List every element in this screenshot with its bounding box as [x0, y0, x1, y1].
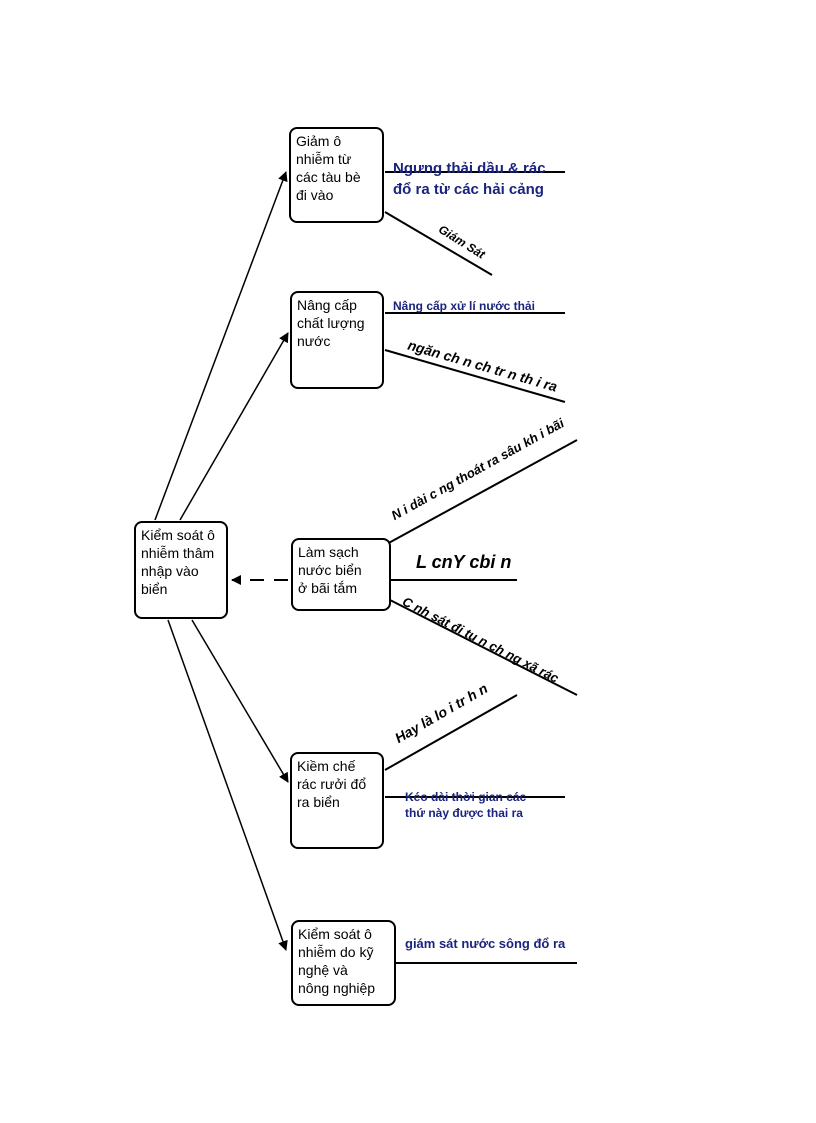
- arrow-to-water: [179, 332, 289, 521]
- branch-line-beach-lower: [389, 599, 578, 696]
- node-industry-agriculture: Kiểm soát ô nhiễm do kỹ nghệ và nông ngh…: [291, 920, 396, 1006]
- branch-line-water-slant: [384, 349, 566, 403]
- node-ships-label: Giảm ô nhiễm từ các tàu bè đi vào: [296, 133, 361, 203]
- branch-line-ships-slant: [384, 211, 493, 276]
- arrow-to-industry: [167, 619, 288, 951]
- label-ships-top-2: đổ ra từ các hải cảng: [393, 181, 544, 198]
- node-beach-cleanup-label: Làm sạch nước biển ở bãi tắm: [298, 544, 362, 596]
- node-beach-cleanup: Làm sạch nước biển ở bãi tắm: [291, 538, 391, 611]
- label-trash-lower-2: thứ này được thai ra: [405, 806, 523, 820]
- label-trash-lower-1: Kéo dài thời gian các: [405, 790, 527, 804]
- arrow-to-ships: [154, 171, 288, 521]
- node-trash-control-label: Kiềm chế rác rưởi đổ ra biển: [297, 758, 367, 810]
- branch-line-trash-upper: [384, 694, 518, 771]
- center-node-label: Kiểm soát ô nhiễm thâm nhập vào biển: [141, 527, 215, 597]
- center-node: Kiểm soát ô nhiễm thâm nhập vào biển: [134, 521, 228, 619]
- branch-line-beach-upper: [384, 439, 578, 546]
- label-water-top: Nâng cấp xử lí nước thải: [393, 299, 535, 313]
- node-trash-control: Kiềm chế rác rưởi đổ ra biển: [290, 752, 384, 849]
- node-water-quality-label: Nâng cấp chất lượng nước: [297, 297, 365, 349]
- label-beach-middle: L cnY cbi n: [416, 552, 512, 572]
- node-industry-agriculture-label: Kiểm soát ô nhiễm do kỹ nghệ và nông ngh…: [298, 926, 376, 996]
- node-water-quality: Nâng cấp chất lượng nước: [290, 291, 384, 389]
- arrow-to-trash: [191, 619, 289, 783]
- label-industry: giám sát nước sông đổ ra: [405, 936, 566, 951]
- label-ships-top-1: Ngưng thải dầu & rác: [393, 160, 546, 177]
- node-ships: Giảm ô nhiễm từ các tàu bè đi vào: [289, 127, 384, 223]
